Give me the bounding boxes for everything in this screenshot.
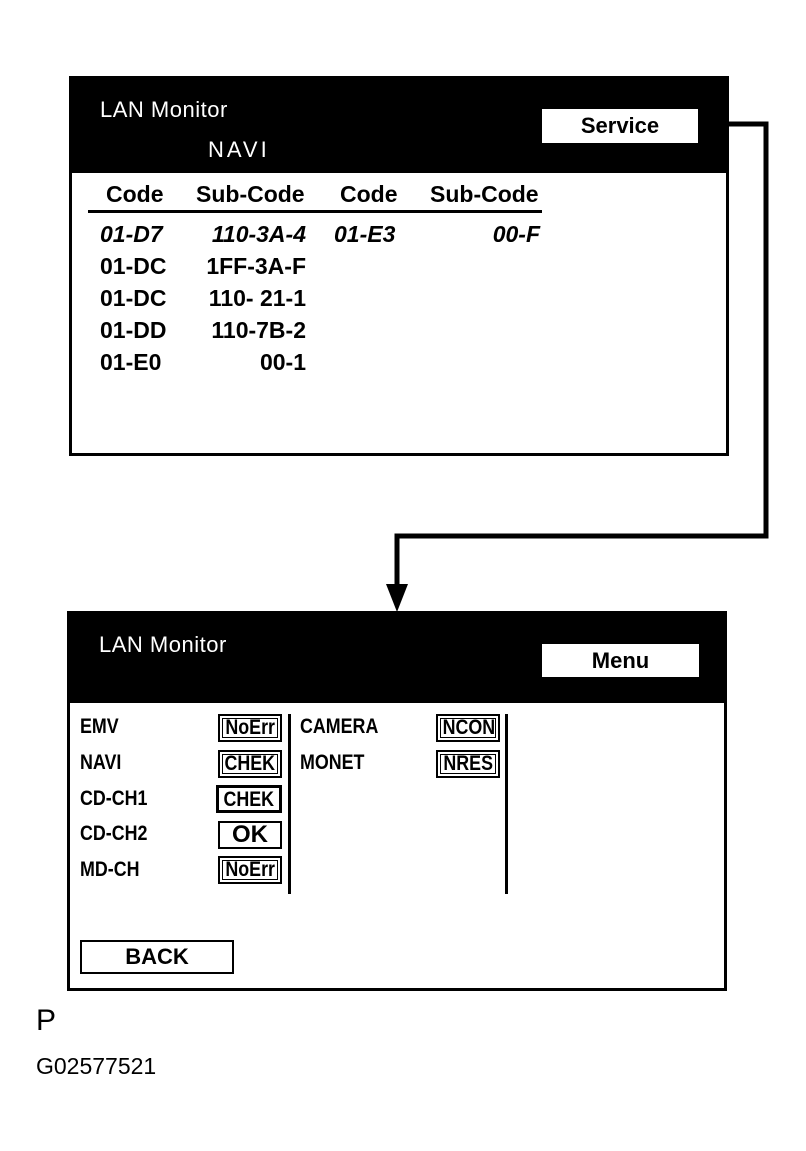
lan-monitor-menu-screen: LAN Monitor Menu EMV NoErr NAVI CHEK CD-… xyxy=(67,611,727,991)
unit-label-cd-ch1: CD-CH1 xyxy=(80,787,148,810)
column-header-sub-code: Sub-Code xyxy=(196,181,305,207)
column-divider xyxy=(505,714,508,894)
code-cell: 01-DD xyxy=(100,317,167,343)
status-text: NoErr xyxy=(225,858,275,881)
lan-monitor-navi-screen: LAN Monitor NAVI Service Code Sub-Code C… xyxy=(69,76,729,456)
column-header-sub-code-2: Sub-Code xyxy=(430,181,539,207)
figure-code: G02577521 xyxy=(36,1053,157,1079)
column-divider xyxy=(288,714,291,894)
figure-letter: P xyxy=(36,1004,57,1037)
sub-code-cell: 110-3A-4 xyxy=(211,221,306,247)
status-badge-camera[interactable]: NCON xyxy=(436,714,500,742)
code-cell: 01-DC xyxy=(100,285,167,311)
screen-title: LAN Monitor xyxy=(99,632,227,657)
unit-label-navi: NAVI xyxy=(80,751,122,774)
code-cell: 01-D7 xyxy=(100,221,163,247)
status-text: OK xyxy=(232,821,268,848)
screen-subtitle: NAVI xyxy=(208,137,270,162)
screen-title: LAN Monitor xyxy=(100,97,228,122)
status-badge-emv[interactable]: NoErr xyxy=(218,714,282,742)
status-badge-monet[interactable]: NRES xyxy=(436,750,500,778)
status-badge-md-ch[interactable]: NoErr xyxy=(218,856,282,884)
column-header-code: Code xyxy=(106,181,164,207)
screen-header: LAN Monitor Menu xyxy=(70,614,724,703)
column-header-code-2: Code xyxy=(340,181,398,207)
status-text: NoErr xyxy=(225,716,275,739)
sub-code-cell: 110- 21-1 xyxy=(208,285,306,311)
status-badge-navi[interactable]: CHEK xyxy=(218,750,282,778)
unit-label-cd-ch2: CD-CH2 xyxy=(80,822,148,845)
sub-code-cell: 1FF-3A-F xyxy=(206,253,306,279)
unit-label-emv: EMV xyxy=(80,715,119,738)
sub-code-cell: 110-7B-2 xyxy=(211,317,306,343)
status-text: CHEK xyxy=(224,752,276,775)
status-text: NCON xyxy=(442,716,496,739)
sub-code-cell: 00-1 xyxy=(259,349,306,375)
sub-code-cell-2: 00-F xyxy=(492,221,540,247)
status-badge-cd-ch2[interactable]: OK xyxy=(218,821,282,849)
status-badge-cd-ch1[interactable]: CHEK xyxy=(216,785,282,813)
unit-label-monet: MONET xyxy=(300,751,365,774)
code-cell: 01-E0 xyxy=(100,349,162,375)
status-text: CHEK xyxy=(223,788,275,811)
service-button[interactable]: Service xyxy=(542,109,698,143)
code-cell-2: 01-E3 xyxy=(334,221,396,247)
unit-label-camera: CAMERA xyxy=(300,715,379,738)
header-divider xyxy=(88,210,542,213)
code-cell: 01-DC xyxy=(100,253,167,279)
menu-button[interactable]: Menu xyxy=(542,644,699,677)
screen-header: LAN Monitor NAVI Service xyxy=(72,79,726,173)
back-button[interactable]: BACK xyxy=(80,940,234,974)
unit-label-md-ch: MD-CH xyxy=(80,858,140,881)
status-text: NRES xyxy=(443,752,493,775)
